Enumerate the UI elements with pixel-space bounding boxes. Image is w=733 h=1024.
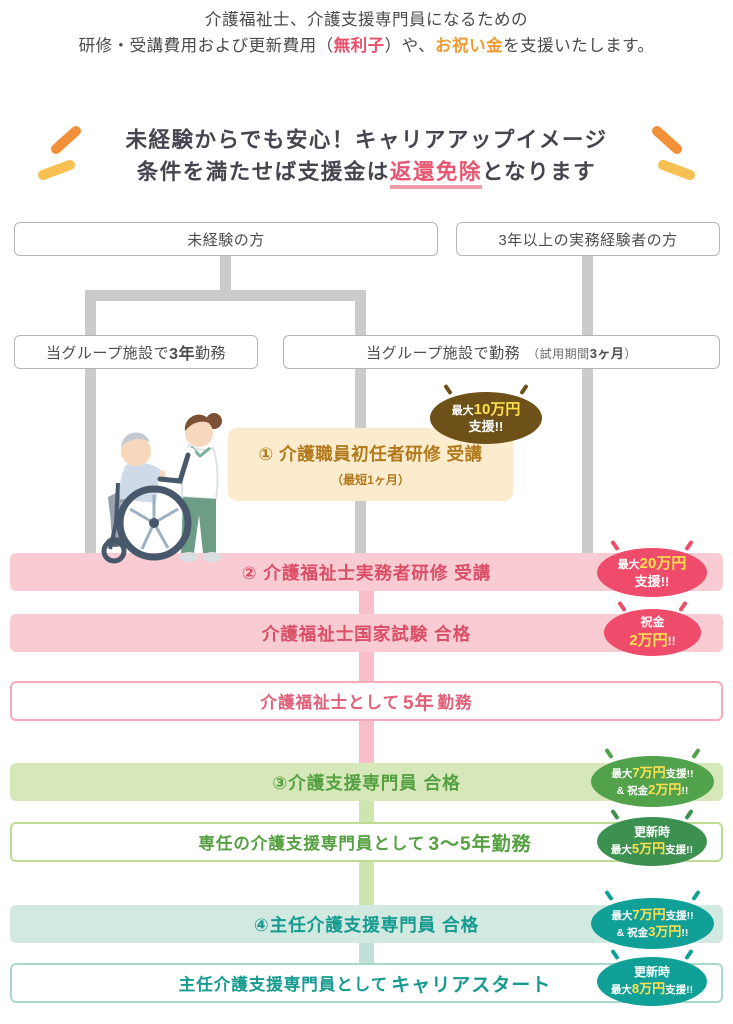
refund-exemption-text: 返還免除 bbox=[389, 160, 482, 189]
strip-green-2 bbox=[359, 856, 374, 910]
step1-title: ① 介護職員初任者研修 受講 bbox=[258, 444, 483, 464]
step1-subtitle: （最短1ヶ月） bbox=[331, 473, 410, 487]
badge-exam-gift: 祝金 2万円!! bbox=[604, 609, 701, 656]
headline-line-1: 未経験からでも安心！キャリアアップイメージ bbox=[125, 128, 608, 152]
intro-line-2: 研修・受講費用および更新費用（無利子）や、お祝い金を支援いたします。 bbox=[78, 37, 655, 55]
connector-start-vertical bbox=[220, 255, 231, 301]
no-interest-text: 無利子 bbox=[333, 37, 385, 55]
strip-pink-3 bbox=[359, 715, 374, 768]
node-experienced: 3年以上の実務経験者の方 bbox=[456, 222, 720, 256]
trial-period-note: （試用期間3ヶ月） bbox=[527, 345, 637, 361]
sparkle-right-icon bbox=[652, 126, 695, 180]
strip-teal-1 bbox=[359, 937, 374, 968]
connector-split-horizontal bbox=[85, 290, 366, 301]
badge-renewal-5man: 更新時 最大5万円支援!! bbox=[597, 817, 707, 866]
badge-step3-support: 最大7万円支援!! & 祝金2万円!! bbox=[591, 756, 714, 807]
node-inexperienced: 未経験の方 bbox=[14, 222, 438, 256]
strip-pink-1 bbox=[359, 585, 374, 619]
headline-line-2: 条件を満たせば支援金は返還免除となります bbox=[0, 156, 733, 189]
headline: 未経験からでも安心！キャリアアップイメージ 条件を満たせば支援金は返還免除となり… bbox=[0, 124, 733, 189]
connector-mid-vertical-upper bbox=[355, 290, 366, 337]
sparkle-left-icon bbox=[38, 126, 81, 180]
gift-money-text: お祝い金 bbox=[435, 37, 504, 55]
badge-step4-support: 最大7万円支援!! & 祝金3万円!! bbox=[591, 898, 714, 949]
node-work-trial: 当グループ施設で勤務 （試用期間3ヶ月） bbox=[283, 335, 720, 369]
badge-renewal-8man: 更新時 最大8万円支援!! bbox=[597, 957, 707, 1006]
strip-green-1 bbox=[359, 795, 374, 827]
badge-step1-support: 最大10万円 支援!! bbox=[430, 392, 542, 444]
strip-pink-2 bbox=[359, 646, 374, 686]
intro-line-1: 介護福祉士、介護支援専門員になるための bbox=[205, 11, 528, 29]
caregiver-wheelchair-illustration bbox=[101, 413, 222, 564]
connector-left-vertical-lower bbox=[85, 367, 96, 555]
connector-left-vertical-upper bbox=[85, 290, 96, 337]
intro-text: 介護福祉士、介護支援専門員になるための 研修・受講費用および更新費用（無利子）や… bbox=[0, 7, 733, 59]
badge-step2-support: 最大20万円 支援!! bbox=[597, 548, 707, 597]
connector-right-vertical bbox=[582, 255, 593, 555]
